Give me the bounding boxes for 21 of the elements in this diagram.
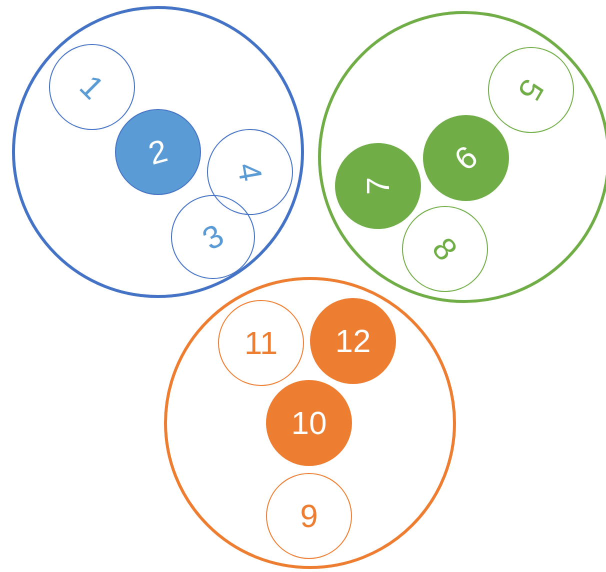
number-label: 3 [197, 218, 229, 256]
group-circle [164, 277, 456, 569]
number-label: 8 [427, 232, 463, 266]
number-label: 9 [300, 500, 318, 532]
filled-circle [310, 298, 396, 384]
number-label: 4 [232, 160, 268, 184]
outlined-circle [402, 206, 488, 292]
number-label: 5 [512, 74, 550, 106]
filled-circle [335, 143, 421, 229]
group-circle [12, 6, 304, 298]
number-label: 1 [74, 69, 110, 105]
outlined-circle [171, 195, 255, 279]
number-label: 10 [291, 407, 327, 439]
number-label: 11 [244, 327, 278, 359]
number-label: 7 [362, 177, 394, 195]
outlined-circle [266, 473, 352, 559]
number-label: 12 [335, 325, 371, 357]
group-circle [318, 11, 606, 303]
outlined-circle [207, 129, 293, 215]
number-label: 2 [145, 134, 171, 170]
number-label: 6 [448, 140, 484, 176]
